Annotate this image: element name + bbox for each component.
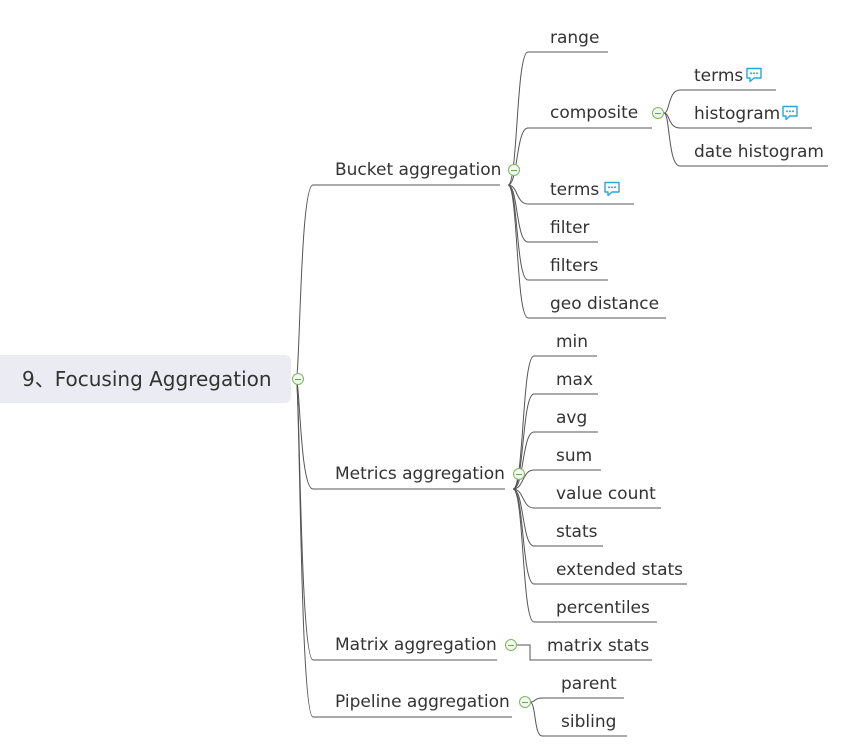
metrics-min-node[interactable]: min [556,332,589,352]
collapse-bucket-icon[interactable] [508,164,520,176]
note-icon[interactable] [603,181,621,197]
connector-matrix-stats [517,644,652,661]
composite-date-histogram-node[interactable]: date histogram [694,142,824,162]
pipeline-sibling-node[interactable]: sibling [561,712,617,732]
metrics-extended-stats-node[interactable]: extended stats [556,560,684,580]
connector-composite [507,127,652,186]
connector-max [512,393,598,490]
pipeline-aggregation-node[interactable]: Pipeline aggregation [335,692,510,712]
matrix-stats-node[interactable]: matrix stats [547,636,650,656]
connector-composite-date-histogram [663,112,828,167]
pipeline-parent-node[interactable]: parent [561,674,617,694]
metrics-stats-node[interactable]: stats [556,522,598,542]
bucket-filter-node[interactable]: filter [550,218,590,238]
connector-avg [512,431,598,490]
bucket-filters-node[interactable]: filters [550,256,599,276]
note-icon[interactable] [745,67,763,83]
connector-min [512,355,597,490]
connector-percentiles [512,488,657,623]
metrics-avg-node[interactable]: avg [556,408,588,428]
metrics-aggregation-node[interactable]: Metrics aggregation [335,464,505,484]
metrics-value-count-node[interactable]: value count [556,484,656,504]
connector-bucket-terms [507,184,634,205]
collapse-pipeline-icon[interactable] [519,696,531,708]
bucket-terms-node[interactable]: terms [550,180,600,200]
metrics-sum-node[interactable]: sum [556,446,593,466]
connector-bucket [295,184,500,380]
composite-histogram-node[interactable]: histogram [694,104,781,124]
connector-filter [507,184,598,243]
connector-sibling [529,701,627,737]
matrix-aggregation-node[interactable]: Matrix aggregation [335,635,497,655]
composite-terms-node[interactable]: terms [694,66,744,86]
connector-pipeline [295,378,512,718]
connector-geo-distance [507,184,666,319]
connector-stats [512,488,603,547]
connector-sum [512,469,601,490]
connector-parent [529,697,624,703]
collapse-composite-icon[interactable] [652,107,664,119]
connector-range [507,51,608,186]
collapse-root-icon[interactable] [292,373,304,385]
collapse-metrics-icon[interactable] [513,468,525,480]
metrics-max-node[interactable]: max [556,370,594,390]
note-icon[interactable] [781,105,799,121]
root-label: 9、Focusing Aggregation [22,367,272,391]
root-node[interactable] [0,355,291,403]
bucket-geo-distance-node[interactable]: geo distance [550,294,660,314]
connector-value-count [512,488,661,509]
metrics-percentiles-node[interactable]: percentiles [556,598,650,618]
connector-matrix [295,378,497,661]
bucket-range-node[interactable]: range [550,28,600,48]
collapse-matrix-icon[interactable] [505,639,517,651]
bucket-aggregation-node[interactable]: Bucket aggregation [335,160,502,180]
bucket-composite-node[interactable]: composite [550,103,639,123]
connector-composite-terms [663,89,776,114]
connector-composite-histogram [663,112,812,129]
